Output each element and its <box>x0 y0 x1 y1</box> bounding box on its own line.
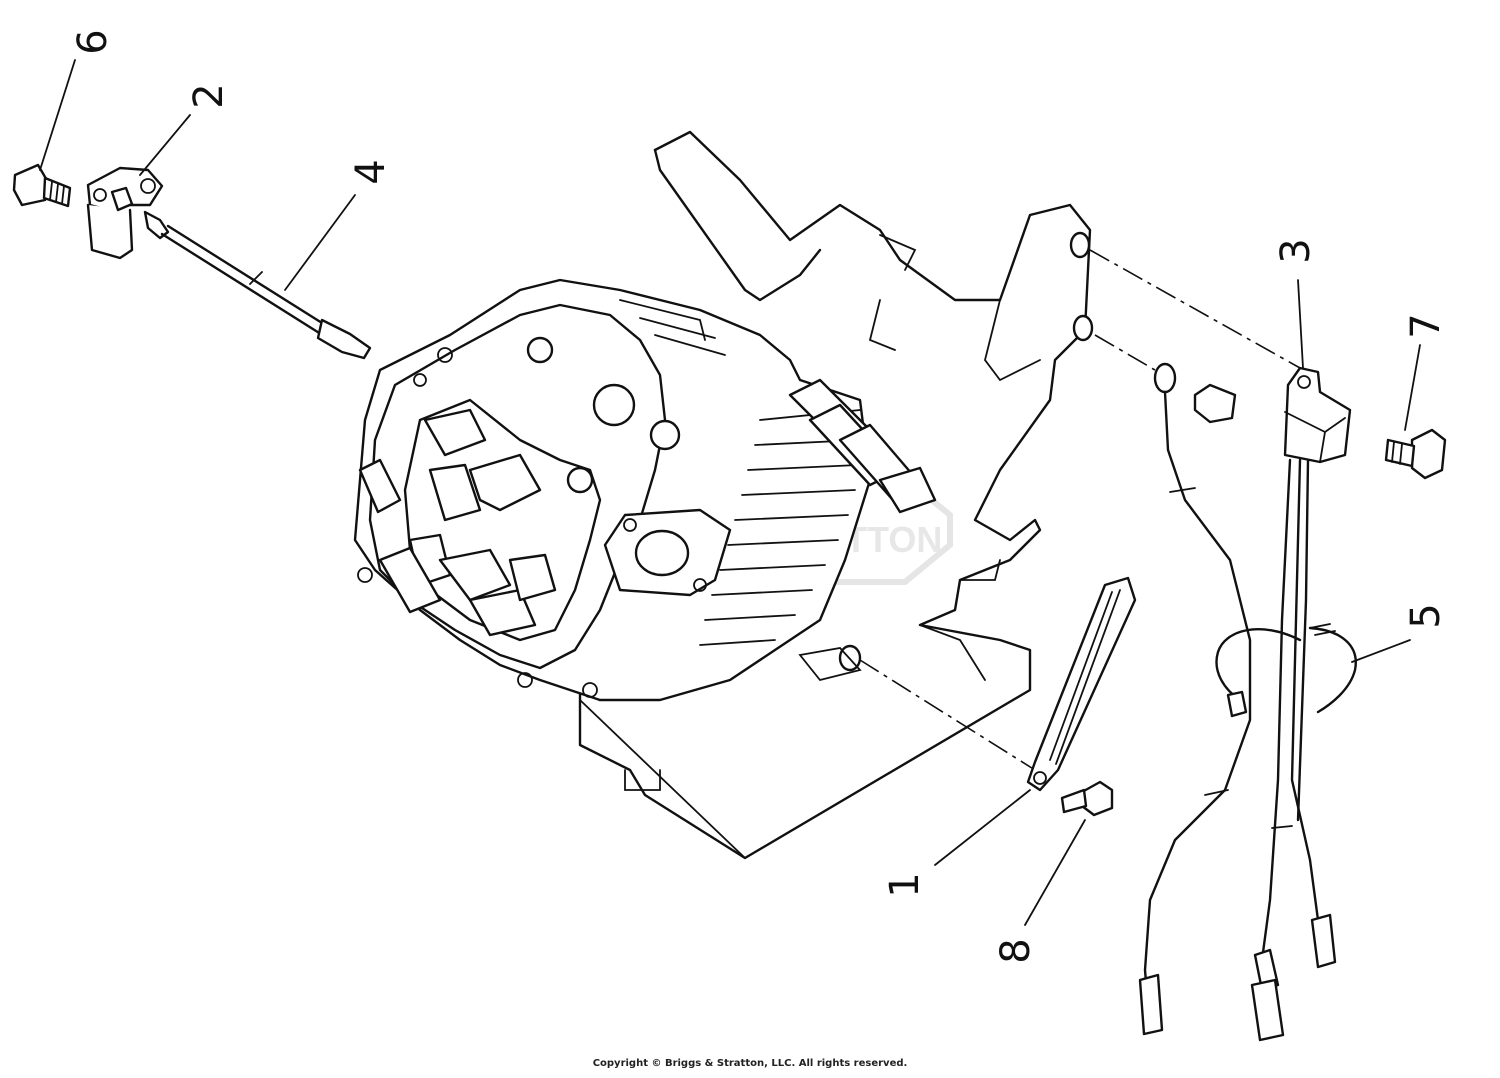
part-5-tie-strap <box>1215 623 1357 718</box>
callout-3: 3 <box>1273 238 1319 263</box>
part-1-strap <box>1026 576 1137 792</box>
engine-block <box>578 130 1094 860</box>
ground-wire <box>1138 362 1252 1036</box>
part-7-bolt <box>1384 428 1447 480</box>
callout-4: 4 <box>348 159 394 184</box>
callout-1: 1 <box>882 872 928 897</box>
callout-5: 5 <box>1403 603 1449 628</box>
callout-2: 2 <box>186 83 232 108</box>
callout-7: 7 <box>1403 313 1449 338</box>
part-6-bolt <box>12 163 72 208</box>
assembly-leaders <box>579 249 1301 859</box>
part-8-bolt <box>1060 780 1114 817</box>
part-2-sensor <box>86 166 164 260</box>
callout-numbers: 1 2 3 4 5 6 7 8 <box>70 29 1449 963</box>
callout-leaders <box>39 59 1421 926</box>
callout-8: 8 <box>993 938 1039 963</box>
part-3-module <box>1250 366 1352 1042</box>
part-4-wire-lead <box>143 210 372 360</box>
copyright-notice: Copyright © Briggs & Stratton, LLC. All … <box>592 1058 908 1069</box>
cylinder-head <box>353 278 937 702</box>
callout-6: 6 <box>70 29 116 54</box>
